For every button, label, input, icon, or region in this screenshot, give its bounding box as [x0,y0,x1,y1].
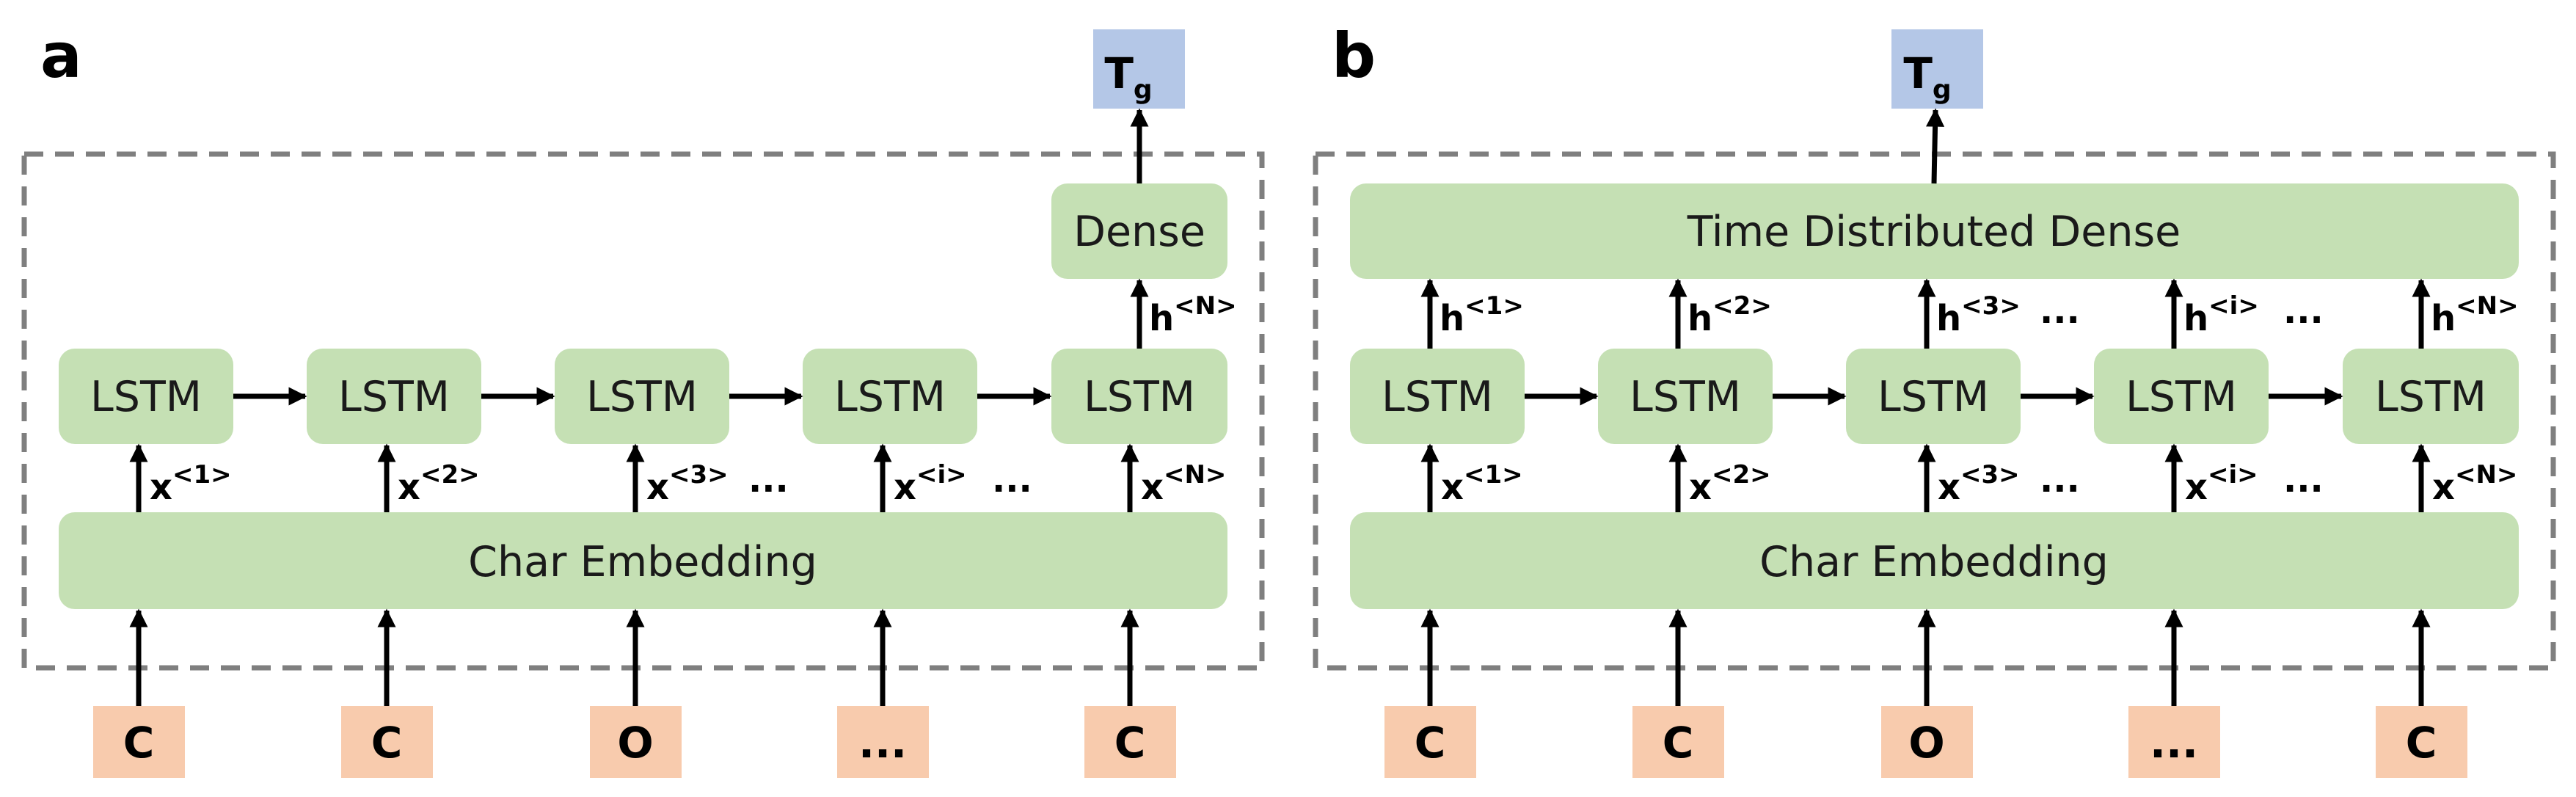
panel-b-lstm-2-label: LSTM [1630,373,1741,421]
panel-b-input-4 [2128,706,2220,778]
panel-a-input-1 [93,706,185,778]
panel-a-lstm-3 [555,349,729,444]
panel-a-dense-label: Dense [1073,208,1205,256]
panel-a-lstm-5 [1051,349,1227,444]
panel-a-dense-box [1051,183,1227,279]
panel-b-x-label-2: x<2> [1689,460,1771,508]
panel-a-lstm-1 [59,349,233,444]
panel-a-x-label-5: x<N> [1141,460,1226,508]
panel-b-input-5-label: C [2406,718,2437,768]
panel-b-lstm-3 [1846,349,2021,444]
panel-b-output-box [1891,29,1983,109]
panel-a: a Tg Dense LSTM LSTM LSTM LSTM LSTM Char… [21,20,1265,778]
panel-b-input-5 [2376,706,2467,778]
panel-a-input-3-label: O [617,718,653,768]
panel-b-ellipsis-x-2: ... [2283,459,2324,501]
panel-b-h-label-2: h<2> [1687,291,1772,339]
panel-a-embedding-box [59,512,1227,609]
panel-b-input-2-label: C [1663,718,1694,768]
panel-b-lstm-4 [2094,349,2269,444]
panel-b-ellipsis-x-1: ... [2040,459,2080,501]
panel-b-dense-box [1350,183,2519,279]
panel-b-lstm-1-label: LSTM [1382,373,1493,421]
panel-b-x-label-3: x<3> [1938,460,2020,508]
panel-b-dense-label: Time Distributed Dense [1687,208,2181,256]
panel-b-ellipsis-h-2: ... [2283,291,2324,332]
panel-b-input-3-label: O [1908,718,1944,768]
panel-a-input-4-label: ... [858,718,907,768]
panel-b-input-1-label: C [1415,718,1446,768]
panel-a-x-label-2: x<2> [398,460,480,508]
panel-a-input-2 [341,706,433,778]
panel-b: b Tg Time Distributed Dense LSTM LSTM LS… [1313,20,2556,778]
panel-a-input-1-label: C [123,718,155,768]
panel-b-x-label-5: x<N> [2432,460,2517,508]
panel-a-ellipsis-2: ... [992,459,1032,501]
panel-b-input-1 [1384,706,1476,778]
panel-b-x-label-1: x<1> [1441,460,1523,508]
panel-b-h-label-1: h<1> [1440,291,1524,339]
panel-b-h-label-5: h<N> [2431,291,2519,339]
panel-b-output-label: Tg [1903,48,1951,105]
panel-a-h-label: h<N> [1149,291,1237,339]
panel-b-input-4-label: ... [2150,718,2198,768]
panel-a-output-box [1093,29,1185,109]
panel-b-ellipsis-h-1: ... [2040,291,2080,332]
panel-a-lstm-2-label: LSTM [338,373,450,421]
panel-a-x-label-3: x<3> [646,460,729,508]
panel-b-lstm-3-label: LSTM [1878,373,1989,421]
panel-a-x-label-4: x<i> [894,460,967,508]
panel-b-embedding-label: Char Embedding [1759,538,2109,586]
panel-b-input-2 [1632,706,1724,778]
panel-a-ellipsis-1: ... [748,459,789,501]
panel-b-x-label-4: x<i> [2185,460,2258,508]
panel-b-input-3 [1881,706,1973,778]
panel-a-output-label: Tg [1104,48,1152,105]
panel-b-lstm-5-label: LSTM [2375,373,2486,421]
panel-b-h-label-4: h<i> [2183,291,2259,339]
panel-a-embedding-label: Char Embedding [468,538,817,586]
panel-a-lstm-3-label: LSTM [586,373,698,421]
panel-a-frame [21,151,1265,671]
panel-a-lstm-4 [803,349,977,444]
panel-a-input-5-label: C [1114,718,1146,768]
panel-b-lstm-4-label: LSTM [2126,373,2237,421]
panel-a-lstm-4-label: LSTM [834,373,946,421]
panel-a-input-3 [590,706,682,778]
panel-a-lstm-5-label: LSTM [1084,373,1195,421]
panel-a-lstm-2 [307,349,481,444]
panel-b-lstm-1 [1350,349,1525,444]
panel-a-x-label-1: x<1> [150,460,232,508]
panel-a-input-4 [837,706,929,778]
panel-b-h-label-3: h<3> [1936,291,2021,339]
panel-b-output-arrow [1925,108,1945,184]
panel-a-input-5 [1084,706,1176,778]
panel-b-embedding-box [1350,512,2519,609]
panel-a-lstm-1-label: LSTM [90,373,202,421]
panel-a-letter: a [40,20,82,92]
panel-b-lstm-2 [1598,349,1773,444]
panel-b-letter: b [1332,20,1376,92]
panel-b-lstm-5 [2343,349,2519,444]
panel-a-input-2-label: C [371,718,403,768]
